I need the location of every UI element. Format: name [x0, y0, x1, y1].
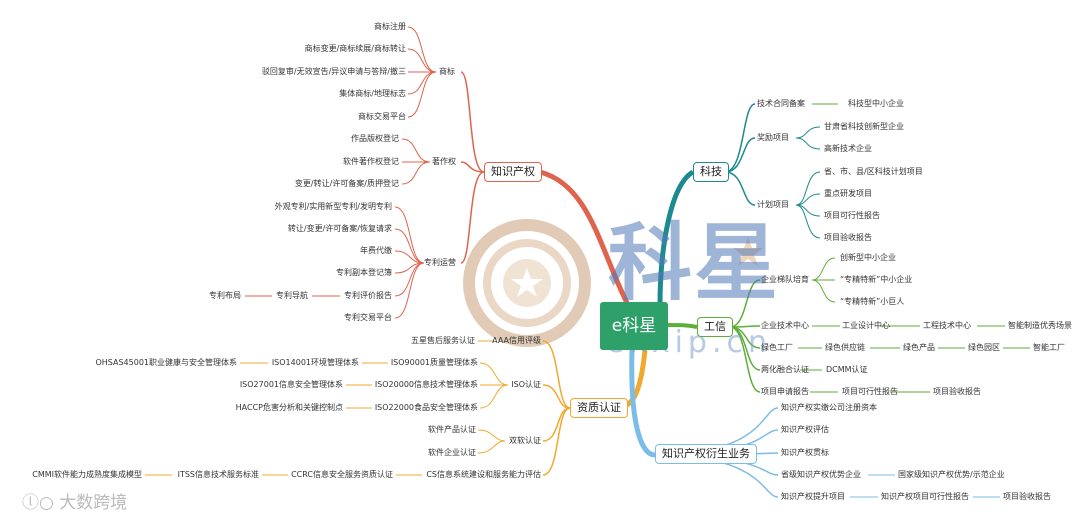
trademark-item[interactable]: 商标变更/商标续展/商标转让 — [304, 44, 406, 53]
tech-center-item[interactable]: 智能制造优秀场景 — [1008, 321, 1072, 330]
iso-item[interactable]: HACCP危害分析和关键控制点 — [235, 403, 343, 412]
soft-item[interactable]: 软件企业认证 — [428, 448, 476, 457]
cs-item[interactable]: CS信息系统建设和服务能力评估 — [426, 470, 541, 479]
tech-center-item[interactable]: 工业设计中心 — [842, 321, 890, 330]
group-plan[interactable]: 计划项目 — [757, 200, 789, 209]
iso-item[interactable]: ISO20000信息技术管理体系 — [374, 380, 478, 389]
patent-nav[interactable]: 专利导航 — [276, 291, 308, 300]
ladder-item[interactable]: 创新型中小企业 — [840, 253, 896, 262]
green-item[interactable]: 绿色供应链 — [825, 343, 865, 352]
patent-item[interactable]: 转让/变更/许可备案/恢复请求 — [287, 224, 392, 233]
der-adv-item[interactable]: 省级知识产权优势企业 — [781, 470, 861, 479]
patent-item[interactable]: 年费代缴 — [360, 246, 392, 255]
trademark-item[interactable]: 驳回复审/无效宣告/异议申请与答辩/撤三 — [261, 67, 406, 76]
patent-item[interactable]: 专利评价报告 — [344, 291, 392, 300]
cs-item[interactable]: ITSS信息技术服务标准 — [177, 470, 259, 479]
group-soft[interactable]: 双软认证 — [509, 436, 541, 445]
star-watermark-icon — [733, 237, 763, 266]
iso-item[interactable]: ISO22000食品安全管理体系 — [374, 403, 478, 412]
copyright-item[interactable]: 软件著作权登记 — [343, 157, 399, 166]
patent-item[interactable]: 专利交易平台 — [344, 313, 392, 322]
five-star-service[interactable]: 五星售后服务认证 — [411, 336, 475, 345]
branch-ip[interactable]: 知识产权 — [484, 162, 542, 182]
chat-bubble-icon: ⓛ○ — [22, 493, 54, 513]
branch-zz[interactable]: 资质认证 — [570, 398, 628, 418]
ladder-item[interactable]: “专精特新”中小企业 — [840, 275, 913, 284]
patent-layout[interactable]: 专利布局 — [209, 291, 241, 300]
apply-item[interactable]: 项目可行性报告 — [842, 387, 898, 396]
der-up-item[interactable]: 知识产权提升项目 — [781, 492, 845, 501]
award-item[interactable]: 甘肃省科技创新型企业 — [824, 122, 904, 131]
iso-item[interactable]: ISO14001环境管理体系 — [271, 358, 359, 367]
watermark-brand-text: 科星 — [608, 213, 781, 312]
group-patent[interactable]: 专利运营 — [424, 258, 456, 267]
der-item[interactable]: 知识产权实缴公司注册资本 — [781, 403, 877, 412]
branch-sci[interactable]: 科技 — [693, 162, 729, 182]
der-up-item[interactable]: 项目验收报告 — [1003, 492, 1051, 501]
copyright-item[interactable]: 作品版权登记 — [351, 134, 399, 143]
group-fusion[interactable]: 两化融合认证 — [761, 365, 809, 374]
ladder-item[interactable]: “专精特新”小巨人 — [840, 297, 905, 306]
plan-item[interactable]: 省、市、县/区科技计划项目 — [824, 167, 923, 176]
cs-item[interactable]: CCRC信息安全服务资质认证 — [291, 470, 393, 479]
tech-center-item[interactable]: 工程技术中心 — [923, 321, 971, 330]
group-tech-center[interactable]: 企业技术中心 — [761, 321, 809, 330]
patent-item[interactable]: 外观专利/实用新型专利/发明专利 — [274, 202, 392, 211]
group-copyright[interactable]: 著作权 — [432, 157, 456, 166]
plan-item[interactable]: 项目验收报告 — [824, 233, 872, 242]
group-iso[interactable]: ISO认证 — [511, 380, 541, 389]
apply-item[interactable]: 项目验收报告 — [933, 387, 981, 396]
watermark-site-logo: ⓛ○ 大数跨境 — [22, 490, 127, 516]
plan-item[interactable]: 项目可行性报告 — [824, 211, 880, 220]
group-ladder[interactable]: 企业梯队培育 — [761, 275, 809, 284]
iso-item[interactable]: OHSAS45001职业健康与安全管理体系 — [95, 358, 237, 367]
der-up-item[interactable]: 知识产权项目可行性报告 — [881, 492, 969, 501]
group-green[interactable]: 绿色工厂 — [761, 343, 793, 352]
green-item[interactable]: 智能工厂 — [1033, 343, 1065, 352]
fusion-item[interactable]: DCMM认证 — [826, 365, 868, 374]
trademark-item[interactable]: 商标注册 — [374, 22, 406, 31]
branch-der[interactable]: 知识产权衍生业务 — [655, 444, 757, 464]
group-contract[interactable]: 技术合同备案 — [757, 99, 805, 108]
group-trademark[interactable]: 商标 — [439, 67, 455, 76]
cs-item[interactable]: CMMI软件能力成熟度集成模型 — [32, 470, 142, 479]
plan-item[interactable]: 重点研发项目 — [824, 189, 872, 198]
group-award[interactable]: 奖励项目 — [757, 133, 789, 142]
copyright-item[interactable]: 变更/转让/许可备案/质押登记 — [294, 179, 399, 188]
patent-item[interactable]: 专利副本登记簿 — [336, 268, 392, 277]
green-item[interactable]: 绿色园区 — [968, 343, 1000, 352]
green-item[interactable]: 绿色产品 — [903, 343, 935, 352]
soft-item[interactable]: 软件产品认证 — [428, 425, 476, 434]
central-node[interactable]: e科星 — [600, 302, 668, 350]
aaa-rating[interactable]: AAA信用评级 — [492, 336, 541, 345]
seal-watermark-icon — [463, 219, 591, 347]
iso-item[interactable]: ISO27001信息安全管理体系 — [239, 380, 343, 389]
award-item[interactable]: 高新技术企业 — [824, 144, 872, 153]
trademark-item[interactable]: 集体商标/地理标志 — [339, 89, 406, 98]
der-item[interactable]: 知识产权贯标 — [781, 448, 829, 457]
contract-item[interactable]: 科技型中小企业 — [848, 99, 904, 108]
group-apply[interactable]: 项目申请报告 — [761, 387, 809, 396]
trademark-item[interactable]: 商标交易平台 — [358, 112, 406, 121]
iso-item[interactable]: ISO90001质量管理体系 — [390, 358, 478, 367]
der-adv-item[interactable]: 国家级知识产权优势/示范企业 — [898, 470, 1005, 479]
branch-gx[interactable]: 工信 — [697, 317, 733, 337]
watermark-site-text: 大数跨境 — [59, 493, 128, 513]
der-item[interactable]: 知识产权评估 — [781, 425, 829, 434]
